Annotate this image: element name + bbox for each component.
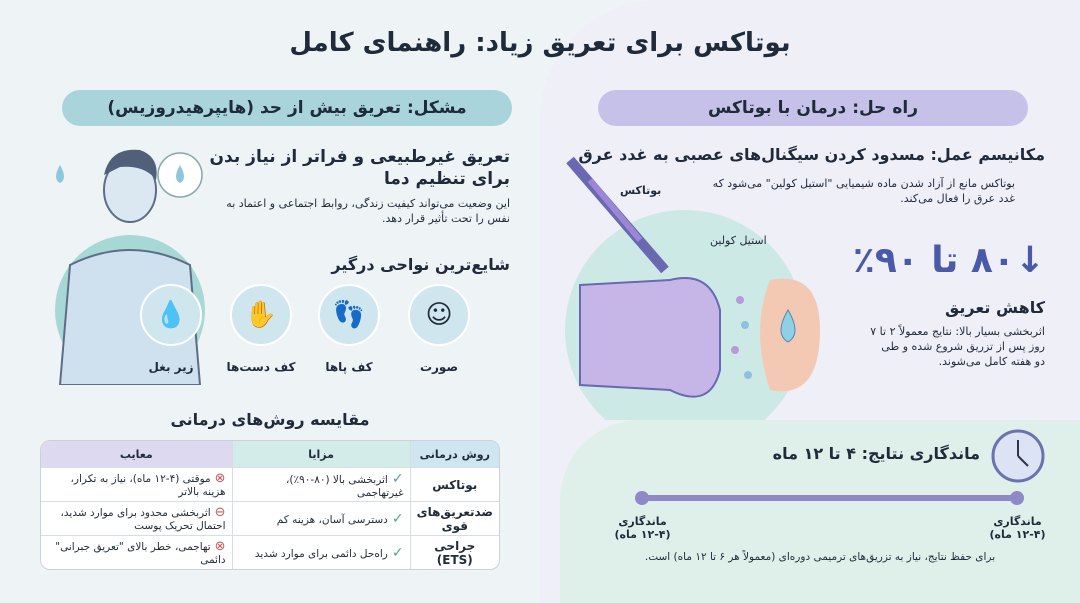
check-icon: ✓ [391, 470, 404, 487]
problem-header: مشکل: تعریق بیش از حد (هایپرهیدروزیس) [62, 90, 512, 126]
check-icon: ✓ [391, 510, 404, 527]
comparison-title: مقایسه روش‌های درمانی [170, 410, 370, 429]
stat-description: اثربخشی بسیار بالا: نتایج معمولاً ۲ تا ۷… [870, 325, 1045, 368]
timeline-end-dot [1010, 491, 1024, 505]
foot-icon: 👣 [318, 284, 380, 346]
arrow-down-icon: ↓ [1014, 240, 1045, 281]
duration-title: ماندگاری نتایج: ۴ تا ۱۲ ماه [772, 444, 980, 463]
problem-heading: تعریق غیرطبیعی و فراتر از نیاز بدن برای … [209, 147, 510, 189]
timeline-right-label: ماندگاری (۴-۱۲ ماه) [989, 515, 1046, 541]
area-label: کف دست‌ها [226, 360, 296, 374]
reduction-stat: ↓۸۰ تا ۹۰٪ [852, 240, 1045, 281]
timeline-start-dot [635, 491, 649, 505]
timeline-bar [640, 495, 1018, 501]
area-label: کف پاها [325, 360, 373, 374]
timeline-left-label: ماندگاری (۴-۱۲ ماه) [614, 515, 671, 541]
duration-note: برای حفظ نتایج، نیاز به تزریق‌های ترمیمی… [644, 551, 996, 563]
header-pros: مزایا [231, 441, 410, 467]
minus-circle-icon: ⊖ [214, 505, 226, 520]
table-row: ضدتعریق‌های قوی✓دسترسی آسان، هزینه کم⊖اث… [41, 501, 499, 535]
solution-header: راه حل: درمان با بوتاکس [598, 90, 1028, 126]
page-title: بوتاکس برای تعریق زیاد: راهنمای کامل [289, 28, 791, 58]
header-method: روش درمانی [409, 441, 499, 467]
table-row: بوتاکس✓اثربخشی بالا (۸۰-۹۰٪)، غیرتهاجمی⊗… [41, 467, 499, 501]
areas-title: شایع‌ترین نواحی درگیر [331, 255, 510, 274]
mechanism-title: مکانیسم عمل: مسدود کردن سیگنال‌های عصبی … [578, 145, 1045, 164]
x-circle-icon: ⊗ [214, 539, 226, 554]
x-circle-icon: ⊗ [214, 471, 226, 486]
area-label: زیر بغل [148, 360, 194, 374]
mechanism-description: بوتاکس مانع از آزاد شدن ماده شیمیایی "اس… [712, 177, 1015, 205]
clock-icon [991, 429, 1045, 483]
hand-icon: ✋ [230, 284, 292, 346]
sweating-man-illustration [55, 149, 205, 385]
area-label: صورت [419, 360, 459, 374]
armpit-icon: 💧 [140, 284, 202, 346]
problem-description: این وضعیت می‌تواند کیفیت زندگی، روابط اج… [226, 197, 510, 225]
check-icon: ✓ [391, 544, 404, 561]
stat-title: کاهش تعریق [944, 298, 1045, 317]
table-row: جراحی (ETS)✓راه‌حل دائمی برای موارد شدید… [41, 535, 499, 569]
synapse-diagram [565, 156, 820, 420]
acetylcholine-label: استیل کولین [710, 234, 767, 247]
header-cons: معایب [41, 441, 232, 467]
botox-label: بوتاکس [620, 184, 662, 197]
face-icon: ☺ [408, 284, 470, 346]
